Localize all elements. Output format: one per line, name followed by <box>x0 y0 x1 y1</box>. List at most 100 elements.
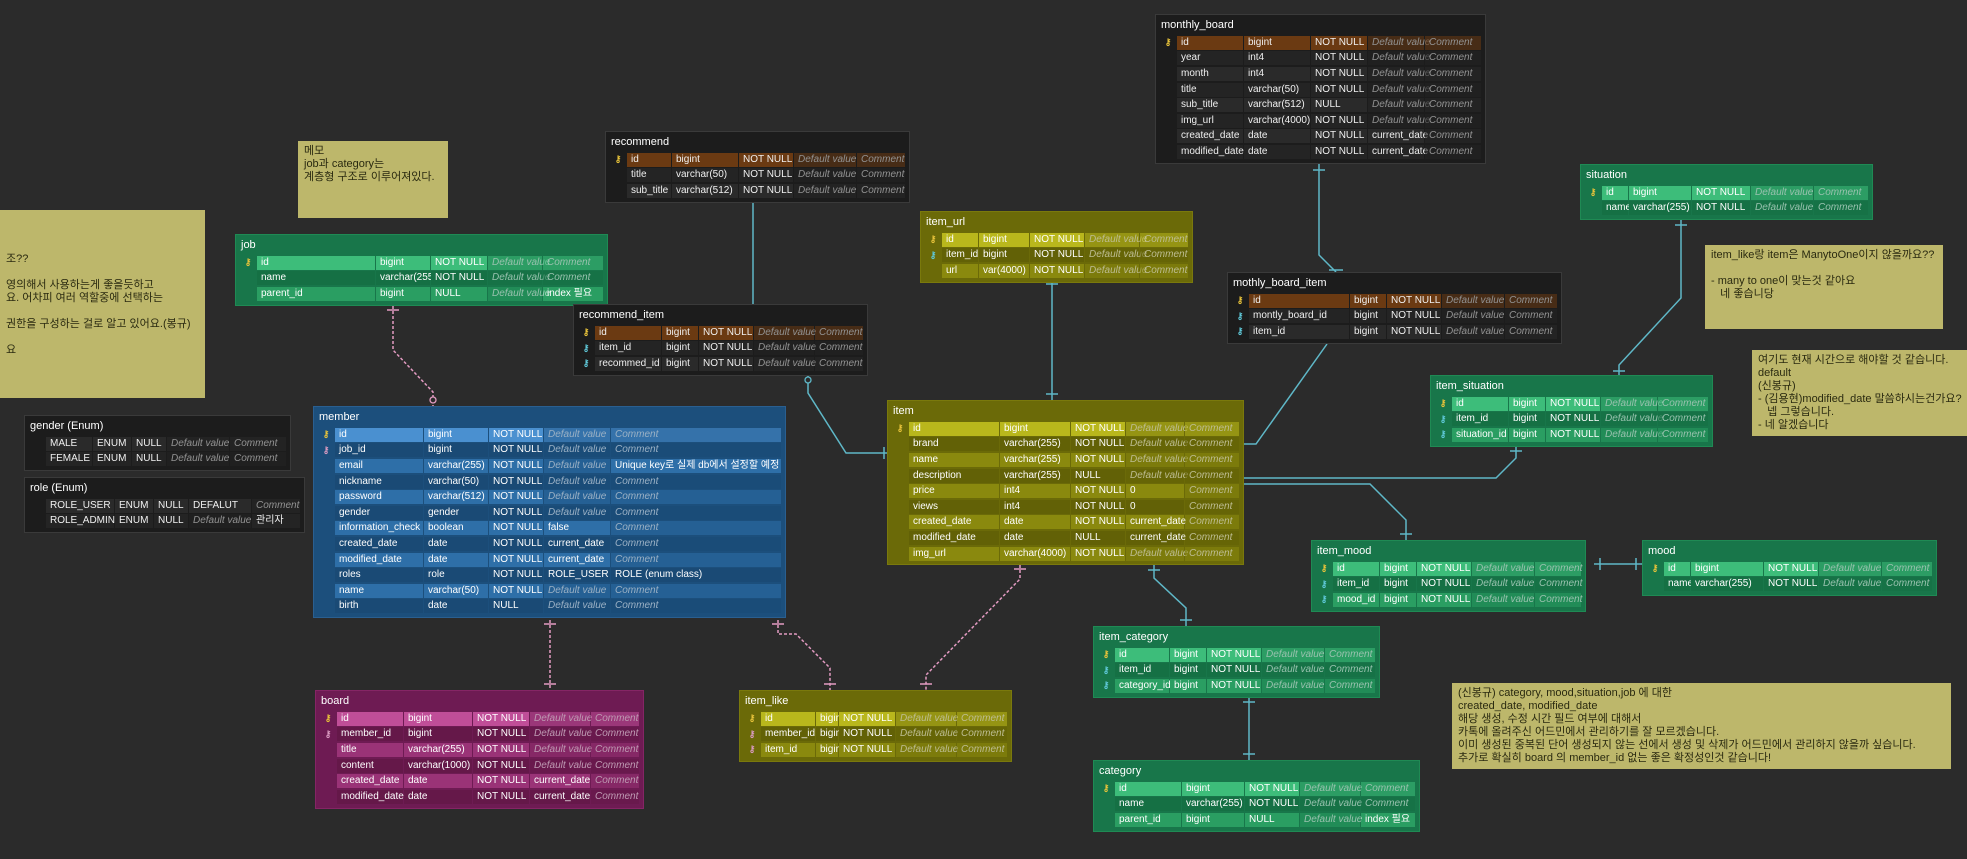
table-title[interactable]: mood <box>1648 545 1676 557</box>
table-title[interactable]: member <box>319 411 360 423</box>
table-title[interactable]: job <box>241 239 256 251</box>
table-title[interactable]: item_mood <box>1317 545 1372 557</box>
memo-default[interactable]: 여기도 현재 시간으로 해야할 것 같습니다.default(신봉규)- (김용… <box>1752 350 1967 436</box>
table-title[interactable]: role (Enum) <box>30 482 88 494</box>
memo-item-like[interactable]: item_like랑 item은 ManytoOne이지 않을까요?? - ma… <box>1705 245 1943 329</box>
table-title[interactable]: monthly_board <box>1161 19 1234 31</box>
edge-situation-to-item-situation[interactable] <box>1618 220 1682 375</box>
table-title[interactable]: board <box>321 695 350 707</box>
edge-monthly-board-to-item[interactable] <box>1318 162 1337 273</box>
edge-item-to-item-situation[interactable] <box>1225 447 1517 479</box>
table-title[interactable]: item <box>893 405 914 417</box>
edge-item-to-item-mood[interactable] <box>1225 483 1407 540</box>
edge-recommend-item-to-item[interactable] <box>807 376 887 454</box>
edge-item-to-item-like[interactable] <box>925 565 1021 690</box>
table-title[interactable]: situation <box>1586 169 1627 181</box>
table-title[interactable]: recommend_item <box>579 309 664 321</box>
table-title[interactable]: item_situation <box>1436 380 1504 392</box>
table-title[interactable]: item_url <box>926 216 966 228</box>
table-title[interactable]: gender (Enum) <box>30 420 104 432</box>
table-title[interactable]: category <box>1099 765 1142 777</box>
edge-job-to-member[interactable] <box>392 306 434 406</box>
